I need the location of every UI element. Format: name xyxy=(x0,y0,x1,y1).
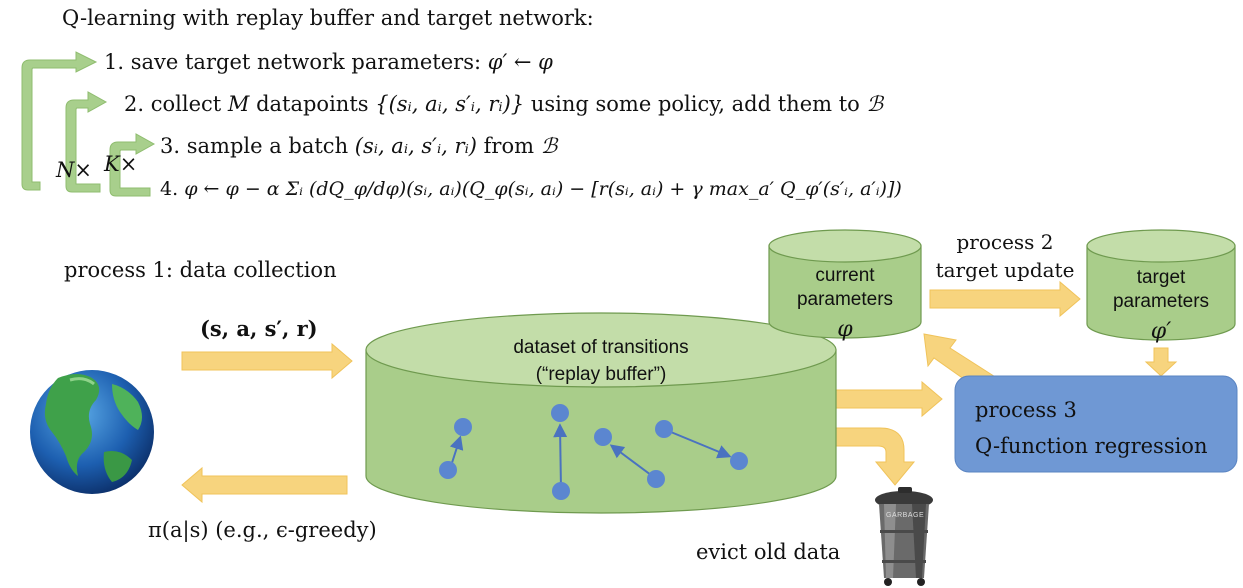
step-4: 4. φ ← φ − α Σᵢ (dQ_φ/dφ)(sᵢ, aᵢ)(Q_φ(sᵢ… xyxy=(160,178,902,200)
outer-loop-arrow xyxy=(21,51,98,191)
replay-buffer-title-line1: dataset of transitions xyxy=(513,337,689,358)
current-parameters-cylinder xyxy=(768,229,922,339)
target-parameters-label: target parameters φ′ xyxy=(1087,266,1235,344)
transition-tuple-label: (s, a, s′, r) xyxy=(200,316,318,341)
globe-icon xyxy=(30,370,154,494)
step-3-text: sample a batch xyxy=(186,134,355,158)
step-3-math-buffer: ℬ xyxy=(540,134,558,158)
arrow-env-to-buffer xyxy=(181,342,353,380)
step-3-math-batch: (sᵢ, aᵢ, s′ᵢ, rᵢ) xyxy=(354,134,477,158)
step-3-number: 3. xyxy=(160,134,181,158)
process2-line2: target update xyxy=(935,258,1075,282)
step-2-text3: using some policy, add them to xyxy=(524,92,867,116)
evict-label: evict old data xyxy=(696,540,841,564)
current-parameters-line2: parameters xyxy=(796,289,894,310)
arrow-buffer-to-process3 xyxy=(835,380,943,418)
arrow-target-to-process3 xyxy=(1144,347,1178,377)
policy-label: π(a|s) (e.g., ϵ-greedy) xyxy=(148,518,377,542)
step-2-math-m: M xyxy=(227,92,250,116)
outer-loop-label: N× xyxy=(56,158,92,182)
current-parameters-line1: current xyxy=(815,265,875,286)
step-2-math-tuple: {(sᵢ, aᵢ, s′ᵢ, rᵢ)} xyxy=(375,92,525,116)
step-2-text2: datapoints xyxy=(249,92,376,116)
inner-loop-arrow xyxy=(109,133,156,197)
step-3: 3. sample a batch (sᵢ, aᵢ, s′ᵢ, rᵢ) from… xyxy=(160,134,557,158)
arrow-buffer-to-trash xyxy=(835,427,916,486)
step-2-math-buffer: ℬ xyxy=(866,92,883,116)
step-2: 2. collect M datapoints {(sᵢ, aᵢ, s′ᵢ, r… xyxy=(124,92,883,116)
process3-box xyxy=(954,375,1238,473)
process3-line2: Q-function regression xyxy=(975,434,1208,458)
process1-label: process 1: data collection xyxy=(64,258,337,282)
target-parameters-line1: target xyxy=(1136,267,1186,288)
process2-line1: process 2 xyxy=(956,230,1054,254)
inner-loop-label: K× xyxy=(104,152,138,176)
arrow-buffer-to-env xyxy=(181,466,348,504)
transition-samples xyxy=(439,404,748,500)
process3-line1: process 3 xyxy=(975,398,1077,422)
step-1: 1. save target network parameters: φ′ ← … xyxy=(104,50,553,74)
step-1-math: φ′ ← φ xyxy=(487,50,553,74)
step-1-number: 1. xyxy=(104,50,125,74)
trash-can-lettering: GARBAGE xyxy=(886,512,925,519)
current-parameters-label: current parameters φ xyxy=(769,264,921,342)
middle-loop-arrow xyxy=(65,91,108,193)
target-parameters-symbol: φ′ xyxy=(1150,319,1172,344)
step-2-text: collect xyxy=(150,92,228,116)
step-1-text: save target network parameters: xyxy=(130,50,488,74)
replay-buffer-title: dataset of transitions (“replay buffer”) xyxy=(366,334,836,388)
target-parameters-line2: parameters xyxy=(1112,291,1210,312)
trash-can-icon xyxy=(875,487,933,586)
arrow-current-to-target xyxy=(929,280,1081,318)
process3-label: process 3 Q-function regression xyxy=(975,392,1207,464)
step-2-number: 2. xyxy=(124,92,145,116)
step-4-update-equation: φ ← φ − α Σᵢ (dQ_φ/dφ)(sᵢ, aᵢ)(Q_φ(sᵢ, a… xyxy=(184,178,902,200)
process2-label: process 2 target update xyxy=(922,228,1088,284)
step-3-text2: from xyxy=(476,134,541,158)
target-parameters-cylinder xyxy=(1086,229,1236,341)
algorithm-title: Q-learning with replay buffer and target… xyxy=(62,6,594,30)
step-4-number: 4. xyxy=(160,178,179,200)
replay-buffer-title-line2: (“replay buffer”) xyxy=(535,364,667,385)
current-parameters-symbol: φ xyxy=(837,317,853,342)
